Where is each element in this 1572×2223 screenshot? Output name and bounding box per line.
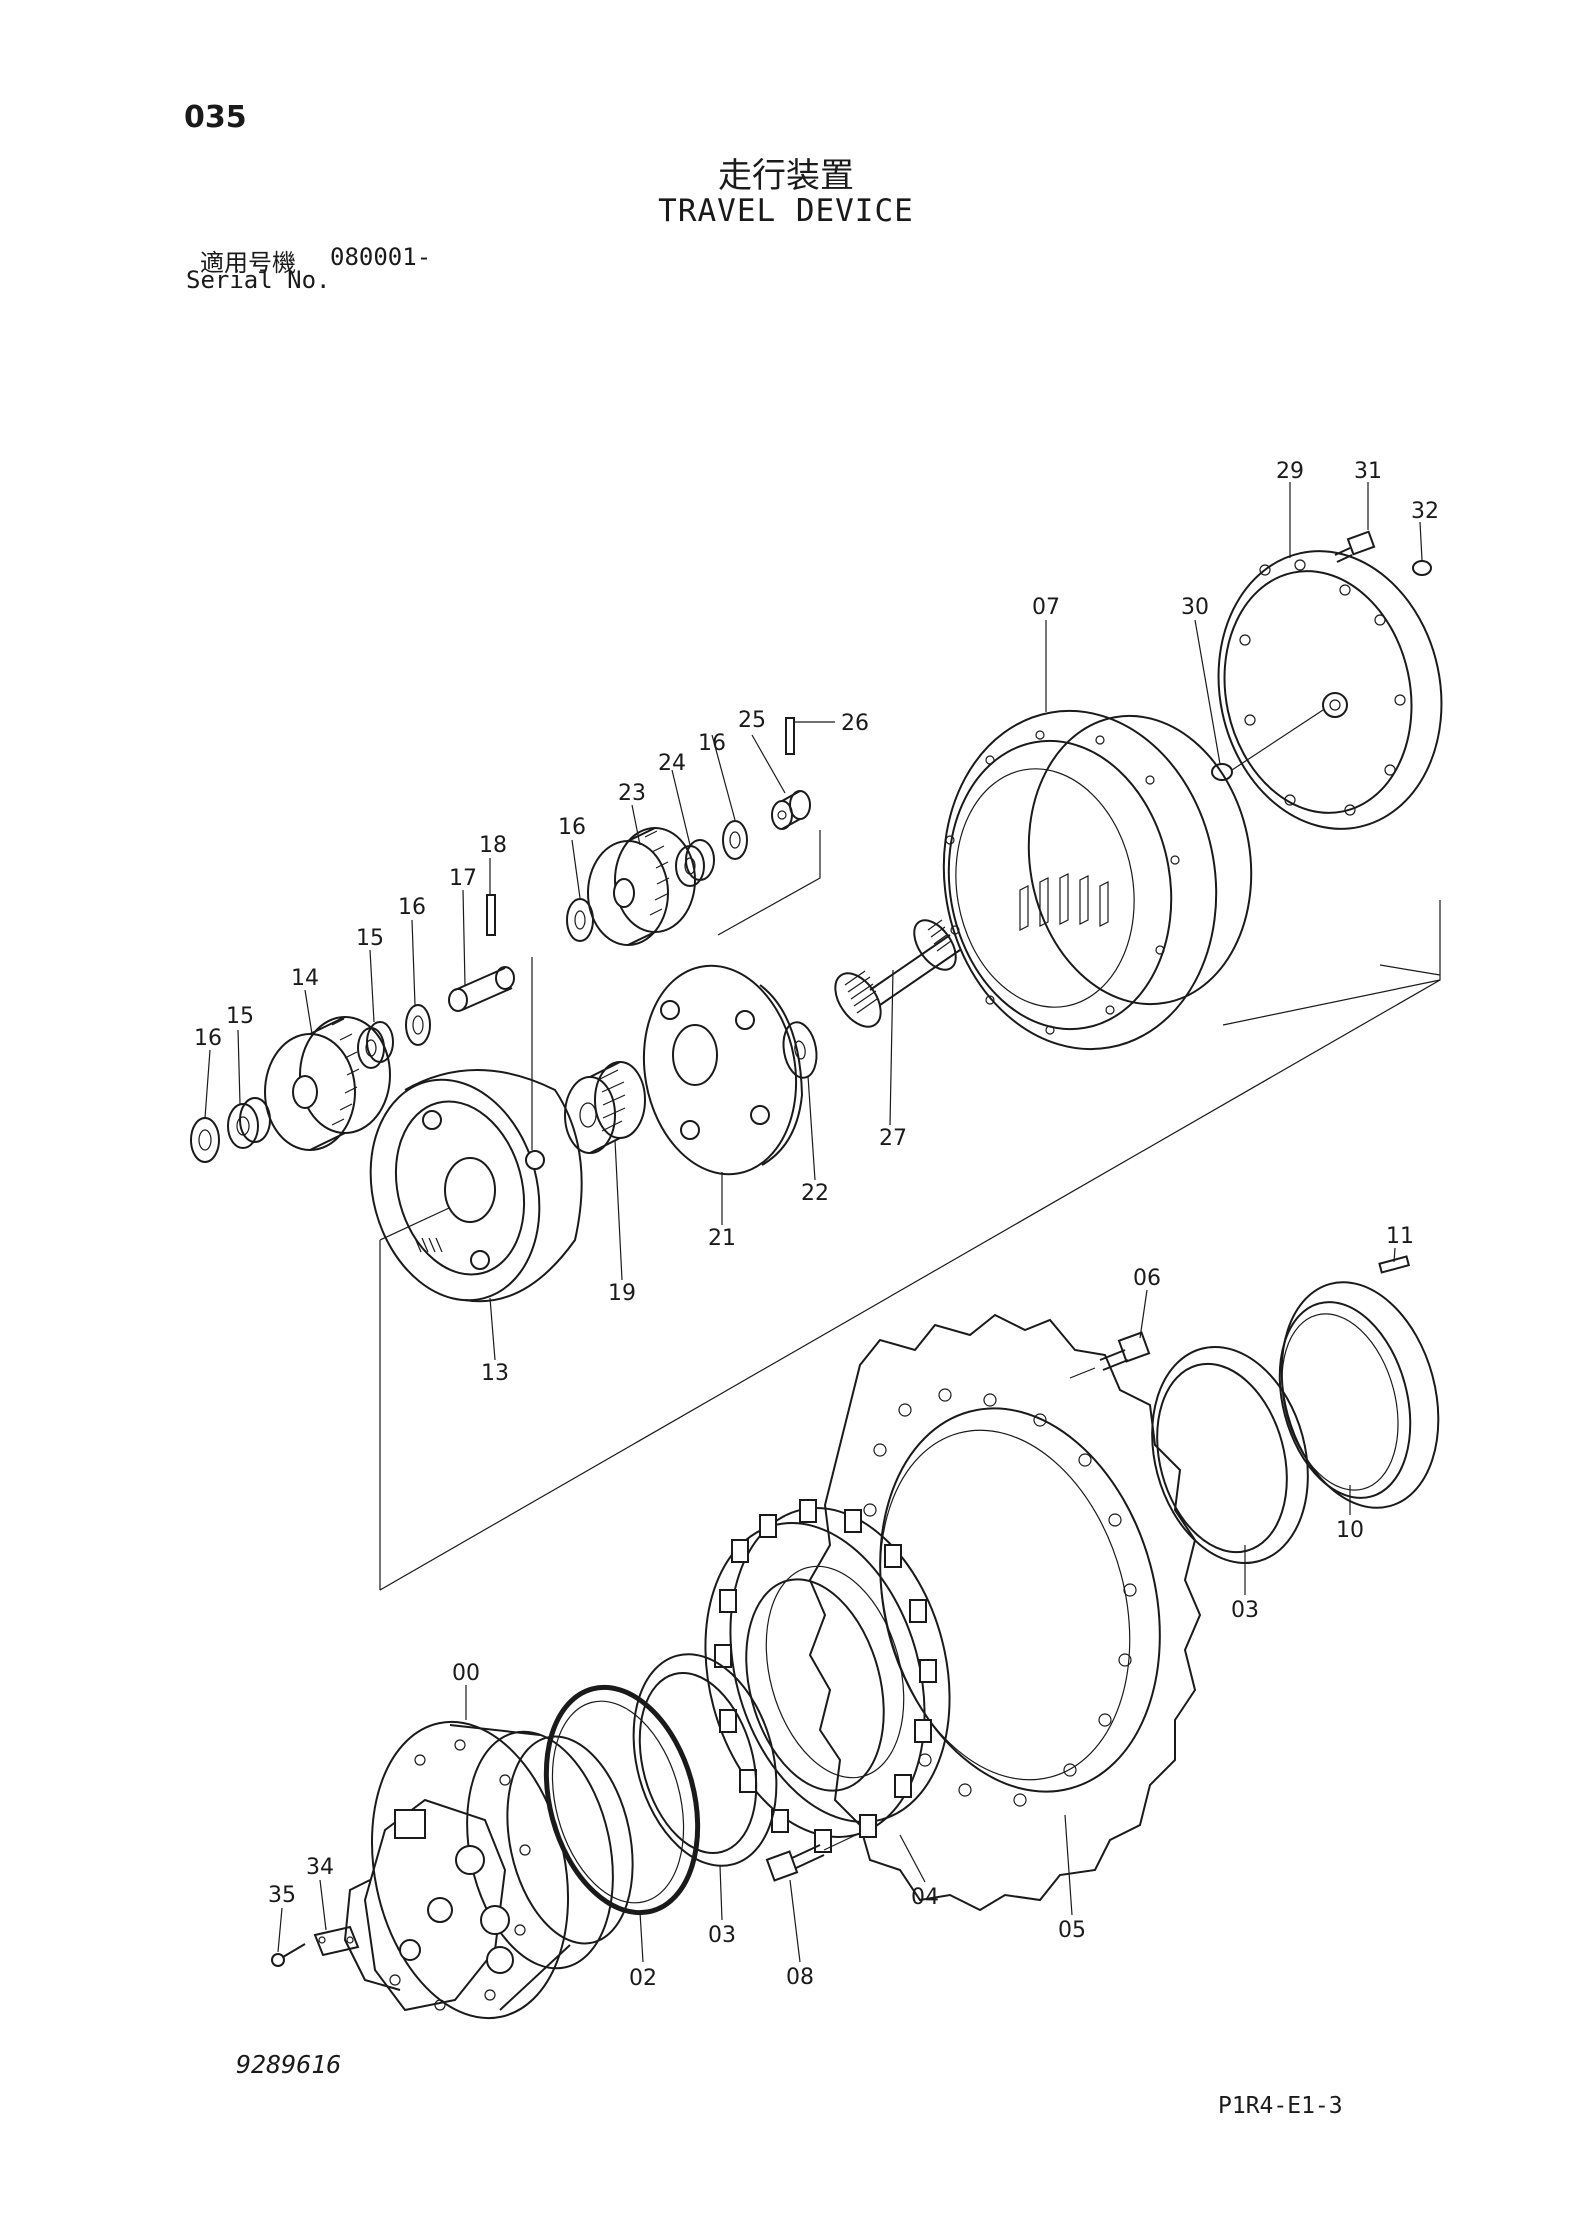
part-13-carrier: [369, 1069, 583, 1303]
part-34-plate: [313, 1925, 360, 1957]
part-27-shaft: [834, 919, 961, 1028]
part-label: 03: [708, 1923, 736, 1948]
part-02-o-ring: [543, 1684, 701, 1916]
part-25-pin: [771, 790, 811, 830]
part-label: 16: [398, 895, 426, 920]
serial-label-jp: 適用号機: [200, 249, 296, 277]
part-label: 27: [879, 1126, 907, 1151]
drawing-number: 9289616: [236, 2050, 342, 2079]
part-15-bearing-left: [227, 1097, 271, 1149]
part-label: 10: [1336, 1518, 1364, 1543]
connection-line-right: [1222, 979, 1441, 1026]
page-title-jp: 走行装置: [718, 156, 854, 196]
part-21-carrier: [642, 964, 804, 1176]
part-label: 16: [558, 815, 586, 840]
part-label: 16: [698, 731, 726, 756]
part-16-washer-upper: [566, 898, 594, 942]
serial-label-en: Serial No.: [186, 266, 331, 294]
part-18-roll-pin: [486, 894, 496, 936]
part-label: 26: [841, 711, 869, 736]
part-26-roll-pin: [785, 717, 795, 755]
part-16-washer-top: [722, 820, 748, 860]
part-03-seal-upper: [1151, 1345, 1309, 1565]
part-06-bolt: [1069, 1331, 1151, 1379]
part-08-bolt: [765, 1833, 859, 1882]
label-leaders: [204, 482, 1423, 1963]
part-22-washer: [782, 1021, 818, 1079]
part-label: 08: [786, 1965, 814, 1990]
part-32-plug: [1412, 560, 1432, 576]
part-label: 15: [356, 926, 384, 951]
part-label: 13: [481, 1361, 509, 1386]
connection-line-11: [1379, 964, 1441, 976]
part-label: 17: [449, 866, 477, 891]
serial-value: 080001-: [330, 243, 432, 271]
part-00-travel-motor: [343, 1720, 634, 2020]
part-label: 35: [268, 1883, 296, 1908]
part-29-cover: [1217, 550, 1443, 830]
part-label: 05: [1058, 1918, 1086, 1943]
connection-line-lower: [379, 900, 1441, 1591]
part-labels: 29 31 32 07 30 25 26 16 24 23 16 18 17 1…: [194, 459, 1439, 1991]
part-label: 21: [708, 1226, 736, 1251]
part-label: 15: [226, 1004, 254, 1029]
part-label: 02: [629, 1966, 657, 1991]
part-label: 30: [1181, 595, 1209, 620]
part-23-planet-gear: [587, 827, 696, 946]
part-label: 16: [194, 1026, 222, 1051]
part-label: 29: [1276, 459, 1304, 484]
part-label: 18: [479, 833, 507, 858]
page-number: 035: [184, 100, 247, 135]
connection-line-pin25: [717, 830, 821, 936]
part-label: 07: [1032, 595, 1060, 620]
connection-lines: [379, 830, 1441, 1591]
part-31-bolt: [1334, 530, 1376, 563]
part-35-screw: [271, 1943, 306, 1967]
part-16-washer-mid: [405, 1004, 431, 1046]
part-label: 23: [618, 781, 646, 806]
part-24-bearing: [675, 839, 715, 887]
part-11-pin: [1378, 1255, 1411, 1274]
part-16-washer-left: [190, 1117, 220, 1163]
part-label: 06: [1133, 1266, 1161, 1291]
part-label: 00: [452, 1661, 480, 1686]
part-17-pin: [448, 966, 515, 1012]
part-label: 31: [1354, 459, 1382, 484]
part-label: 11: [1386, 1224, 1414, 1249]
part-label: 22: [801, 1181, 829, 1206]
part-label: 25: [738, 708, 766, 733]
part-14-planet-gear: [264, 1016, 391, 1151]
part-label: 03: [1231, 1598, 1259, 1623]
part-label: 32: [1411, 499, 1439, 524]
part-03-seal-lower: [632, 1653, 778, 1867]
page-code: P1R4-E1-3: [1218, 2093, 1343, 2119]
page-title-en: TRAVEL DEVICE: [658, 193, 914, 229]
part-label: 34: [306, 1855, 334, 1880]
part-10-seal-ring: [1278, 1281, 1440, 1509]
part-label: 19: [608, 1281, 636, 1306]
part-07-ring-gear: [942, 709, 1253, 1051]
part-15-bearing-right: [357, 1021, 394, 1069]
part-label: 04: [911, 1885, 939, 1910]
part-label: 14: [291, 966, 319, 991]
part-04-hub: [704, 1499, 951, 1853]
part-05-sprocket: [808, 1313, 1202, 1912]
part-label: 24: [658, 751, 686, 776]
